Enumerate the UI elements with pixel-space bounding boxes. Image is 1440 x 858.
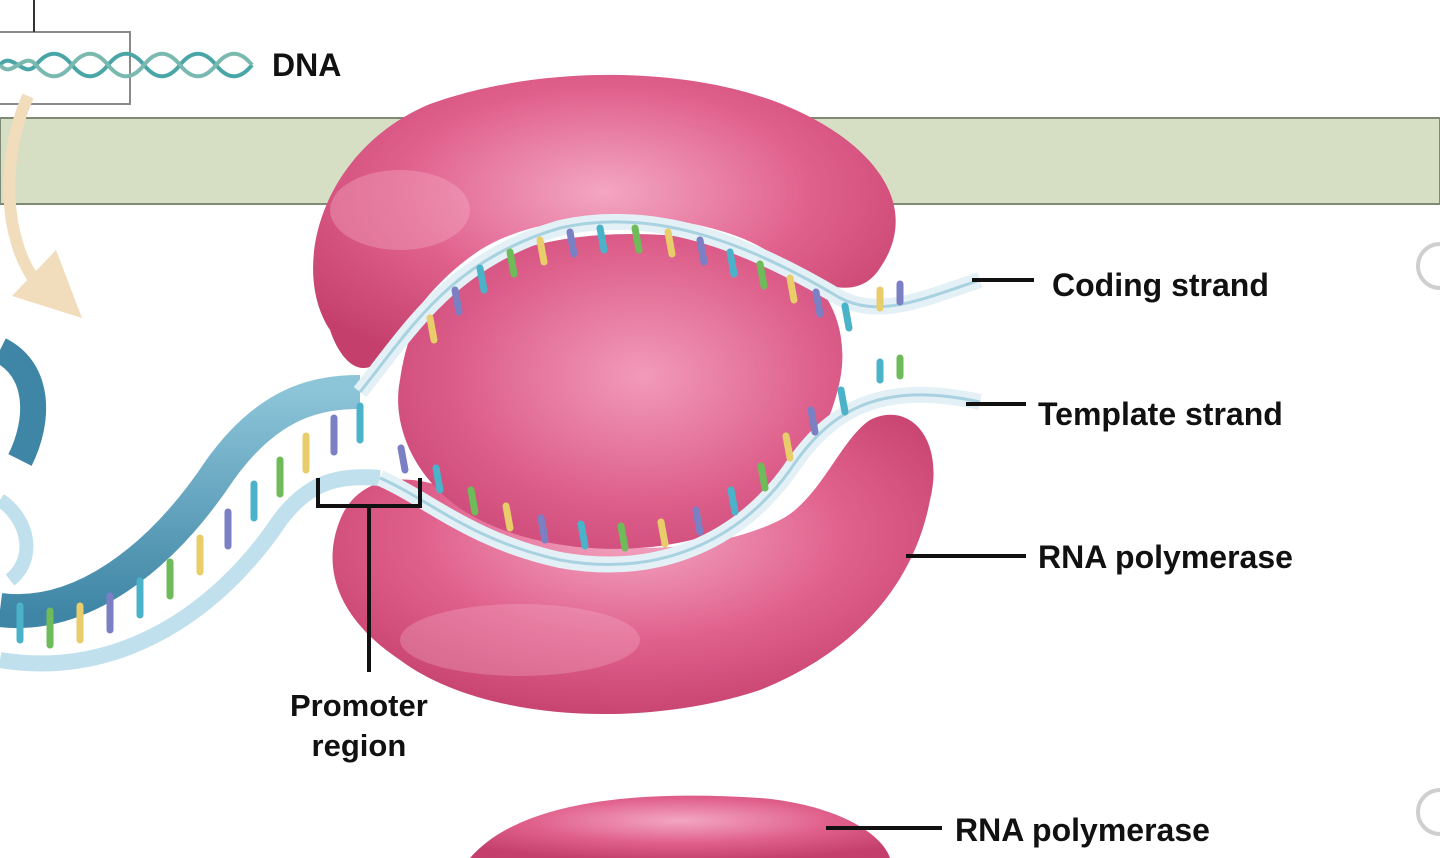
- base-rung: [841, 302, 853, 332]
- base-rung: [812, 288, 824, 318]
- base-rung: [726, 248, 738, 278]
- base-rung: [596, 224, 608, 254]
- promoter-label-line2: region: [311, 728, 407, 763]
- base-rung: [476, 264, 488, 294]
- rna-polymerase-bottom-shape: [470, 795, 890, 858]
- base-rung: [664, 228, 676, 258]
- base-rung: [782, 432, 794, 462]
- base-rung: [692, 506, 704, 536]
- base-rung: [617, 522, 629, 552]
- base-rung: [426, 314, 438, 344]
- base-rung: [757, 462, 769, 492]
- base-rung: [467, 486, 479, 516]
- rna-polymerase-bottom-label: RNA polymerase: [955, 812, 1210, 848]
- base-rung: [807, 406, 819, 436]
- base-rung: [537, 514, 549, 544]
- base-rung: [577, 520, 589, 550]
- base-rung: [657, 518, 669, 548]
- coding-strand-label: Coding strand: [1052, 267, 1269, 303]
- edge-circle-icon-bottom: [1416, 788, 1440, 836]
- base-rung: [397, 444, 409, 474]
- base-rung: [502, 502, 514, 532]
- template-strand-label: Template strand: [1038, 396, 1283, 432]
- base-rung: [727, 486, 739, 516]
- base-rung: [631, 224, 643, 254]
- base-rung: [506, 248, 518, 278]
- dna-thumbnail: [0, 0, 254, 105]
- base-rung: [696, 236, 708, 266]
- edge-circle-icon-top: [1416, 242, 1440, 290]
- curved-arrow-icon: [3, 93, 41, 286]
- promoter-bracket: [316, 478, 422, 672]
- base-rung: [786, 274, 798, 304]
- dna-label: DNA: [272, 47, 342, 83]
- base-rung: [536, 236, 548, 266]
- rna-polymerase-label: RNA polymerase: [1038, 539, 1293, 575]
- promoter-region-label: Promoter region: [290, 686, 428, 766]
- base-rung: [451, 286, 463, 316]
- promoter-label-line1: Promoter: [290, 688, 428, 723]
- nucleotide-bases: [16, 224, 904, 649]
- base-rung: [756, 260, 768, 290]
- base-rung: [837, 386, 849, 416]
- base-rung: [432, 464, 444, 494]
- dna-double-helix: [0, 213, 983, 672]
- base-rung: [566, 228, 578, 258]
